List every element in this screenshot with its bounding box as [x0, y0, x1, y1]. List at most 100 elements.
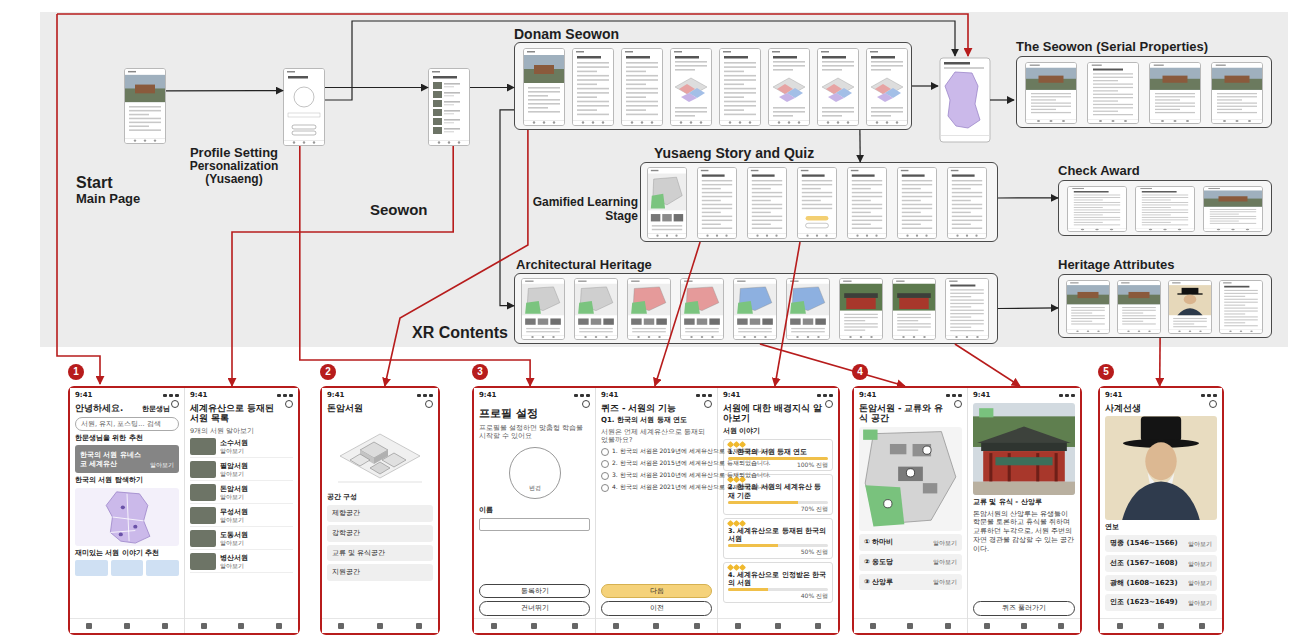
callout-number: 3: [472, 364, 488, 380]
settings-icon: [825, 400, 833, 408]
lcol-group: 도동서원알아보기: [220, 531, 293, 547]
detail-arrow: [760, 344, 905, 386]
app-screenshot: [124, 68, 166, 144]
story-thumbnails: [75, 560, 179, 576]
group-frame: [640, 162, 998, 242]
qcard-group: 1. 한국의 서원 등재 연도100% 진행: [723, 439, 833, 472]
callout-number: 2: [320, 364, 336, 380]
status-icon: [1201, 394, 1205, 397]
qp-text: 50% 진행: [728, 548, 828, 556]
status-icons: [696, 394, 712, 397]
detail-arrow: [232, 146, 453, 386]
lt-text: 선조 (1567~1608): [1110, 559, 1178, 568]
qt-text: 3. 세계유산으로 등재된 한국의 서원: [728, 527, 828, 543]
sp-shape: [601, 495, 712, 580]
lcol-group: 병산서원알아보기: [220, 554, 293, 570]
award-stars: [728, 565, 828, 570]
detail-arrow: [300, 146, 530, 386]
nav-icon: [1158, 623, 1164, 629]
award-stars: [728, 521, 828, 526]
app-screenshot: [897, 167, 937, 239]
chk-shape: [601, 460, 609, 468]
opt-group: 1. 한국의 서원은 2019년에 세계유산으로 등재되었습니다.: [601, 447, 712, 456]
bottom-nav: [474, 618, 595, 633]
status-bar: 9:41: [723, 391, 833, 400]
flow-route: [912, 85, 938, 86]
li-group: ③ 산앙루알아보기: [859, 574, 962, 591]
lb-text: 알아보기: [220, 516, 293, 524]
status-time: 9:41: [190, 391, 207, 400]
status-bar: 9:41: [973, 391, 1075, 400]
s-text: 프로필을 설정하면 맞춤형 학습을 시작할 수 있어요: [479, 424, 590, 440]
label-holder: Gamified Learning Stage: [526, 196, 638, 224]
app-screenshot: [572, 48, 614, 126]
app-screenshot: [797, 167, 837, 239]
nav-icon: [735, 623, 741, 629]
settings-icon: [425, 400, 433, 408]
status-icon: [1071, 394, 1075, 397]
li-group: 인조 (1623~1649)알아보기: [1105, 594, 1217, 611]
map-illustration: [75, 488, 179, 546]
li-group: ② 응도당알아보기: [859, 554, 962, 571]
portrait-illustration: [1105, 416, 1217, 520]
bottom-nav: [968, 618, 1080, 633]
app-screenshot: [574, 278, 618, 340]
s-text: 9개의 서원 알아보기: [190, 427, 293, 435]
app-screenshot: [839, 278, 883, 340]
lcol-group: 돈암서원알아보기: [220, 485, 293, 501]
status-icon: [1207, 394, 1211, 397]
group-title: Donam Seowon: [514, 27, 912, 42]
opt-group: 4. 한국의 서원은 2021년에 세계유산으로 등재되었습니다.: [601, 483, 712, 492]
status-time: 9:41: [75, 391, 92, 400]
iso-illustration: [327, 416, 433, 490]
chk-shape: [601, 484, 609, 492]
progress-fill: [728, 588, 768, 591]
qcard-group: 2. 한국의 서원의 세계유산 등재 기준70% 진행: [723, 474, 833, 515]
status-icons: [817, 394, 833, 397]
status-icon: [289, 394, 293, 397]
map-shape: [945, 72, 980, 128]
settings-icon: [1209, 400, 1217, 408]
lb-text: 알아보기: [1188, 579, 1212, 587]
sp-shape: [973, 556, 1075, 598]
opt-group: 2. 한국의 서원은 2015년에 세계유산으로 등재되었습니다.: [601, 459, 712, 468]
cb-text: 알아보기: [150, 461, 174, 469]
status-icon: [175, 394, 179, 397]
status-icon: [277, 394, 281, 397]
status-time: 9:41: [723, 391, 740, 400]
app-screenshot: [523, 48, 565, 126]
qt-text: 1. 한국의 서원 등재 연도: [728, 448, 828, 456]
av-text: 변경: [529, 484, 541, 492]
progress-bar: [728, 501, 828, 504]
p-text: 도동서원: [220, 531, 293, 540]
nav-icon: [1058, 623, 1064, 629]
flow-route: [990, 99, 1014, 100]
app-screenshot: [892, 278, 936, 340]
progress-fill: [728, 544, 778, 547]
award-stars: [728, 442, 828, 447]
app-screenshot: [697, 167, 737, 239]
nav-icon: [491, 623, 497, 629]
lb-text: 알아보기: [220, 493, 293, 501]
status-icon: [423, 394, 427, 397]
lrow-group: 필암서원알아보기: [190, 461, 293, 481]
nav-icon: [572, 623, 578, 629]
lb-text: 알아보기: [220, 562, 293, 570]
lt-text: 광해 (1608~1623): [1110, 579, 1178, 588]
qt-text: 4. 세계유산으로 인정받은 한국의 서원: [728, 571, 828, 587]
p-text: 공간 구성: [327, 493, 433, 502]
phone-screen: 9:41퀴즈 - 서원의 기능Q1. 한국의 서원 등재 연도서원은 언제 세계…: [595, 388, 717, 633]
lb-text: 알아보기: [933, 558, 957, 566]
story-thumbnail: [75, 560, 108, 576]
thumb-shape: [190, 507, 216, 524]
status-icon: [817, 394, 821, 397]
status-icon: [429, 394, 433, 397]
lt-text: ① 하마비: [864, 538, 893, 547]
lcol-group: 필암서원알아보기: [220, 462, 293, 478]
nav-icon: [907, 623, 913, 629]
app-screenshot: [428, 68, 470, 146]
lb-text: 알아보기: [933, 578, 957, 586]
bottom-nav: [854, 618, 967, 633]
p-text: 병산서원: [220, 554, 293, 563]
app-screenshot: [733, 278, 777, 340]
